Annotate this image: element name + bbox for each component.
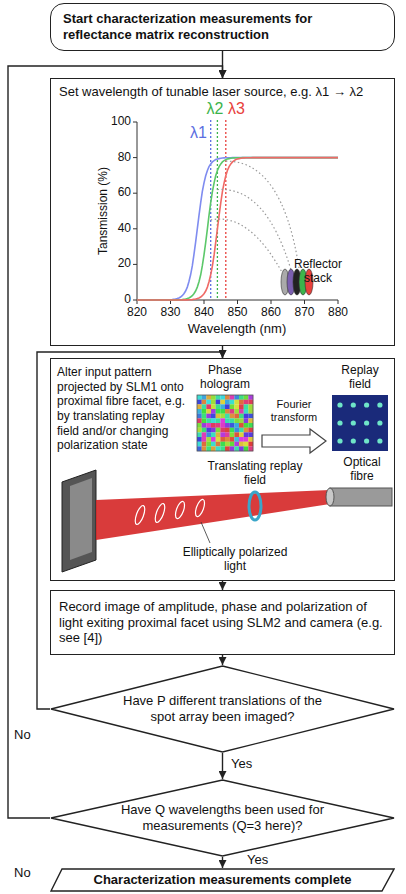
flow-connector [222,753,223,779]
axis-tick-label: 840 [194,306,214,320]
start-terminator: Start characterization measurements for … [50,3,395,51]
phase-hologram [197,395,253,451]
node-text: Have P different translations of the spo… [120,693,325,725]
axis-tick-label: 80 [118,151,131,165]
axis-tick-label: 40 [118,222,131,236]
part-label: Tansmission (%) [97,167,111,255]
edge-label: No [13,728,32,743]
node-text: Set wavelength of tunable laser source, … [59,84,363,100]
decision-diamond: Have P different translations of the spo… [50,665,395,753]
axis-tick-label: 60 [118,186,131,200]
node-text: Start characterization measurements for … [63,11,382,43]
reflection-arcs [211,161,299,276]
node-text: Record image of amplitude, phase and pol… [59,599,386,647]
node-text: Have Q wavelengths been used for measure… [120,802,325,834]
part-label: Optical fibre [332,456,392,484]
part-label: Replay field [330,364,390,392]
optical-fibre [330,488,392,506]
edge-label: Yes [230,757,253,772]
axis-tick-label: 830 [160,306,180,320]
part-label: Reflector stack [289,258,347,286]
light-beam [96,490,330,540]
axis-tick-label: 850 [227,306,247,320]
wavelength-label: λ2 [207,100,224,118]
flow-connector [222,581,223,590]
node-text: Alter input pattern projected by SLM1 on… [57,365,189,453]
fourier-arrow [262,429,326,453]
axis-tick-label: 860 [261,306,281,320]
part-label: Wavelength (nm) [188,322,287,337]
edge-label: Yes [246,853,269,868]
decision-diamond: Have Q wavelengths been used for measure… [50,779,395,857]
part-label: Translating replay field [207,460,303,488]
slm-device [62,470,96,572]
axis-tick-label: 0 [124,293,131,307]
replay-field [332,395,388,451]
part-label: Phase hologram [190,364,260,392]
axis-tick-label: 20 [118,257,131,271]
node-text: Characterization measurements complete [94,872,352,888]
part-label: Fourier transform [263,398,325,423]
flow-connector [222,655,223,665]
axis-tick-label: 820 [127,306,147,320]
flow-connector [222,857,223,868]
wavelength-markers [211,120,226,300]
edge-label: No [13,866,32,881]
axis-tick-label: 100 [111,115,131,129]
axis-tick-label: 870 [294,306,314,320]
end-parallelogram: Characterization measurements complete [50,868,395,892]
wavelength-label: λ1 [190,124,207,142]
replay-ring [249,492,261,520]
axis-tick-label: 880 [328,306,348,320]
wavelength-label: λ3 [228,100,245,118]
part-label: Elliptically polarized light [179,546,291,574]
process-box: Record image of amplitude, phase and pol… [50,590,395,655]
